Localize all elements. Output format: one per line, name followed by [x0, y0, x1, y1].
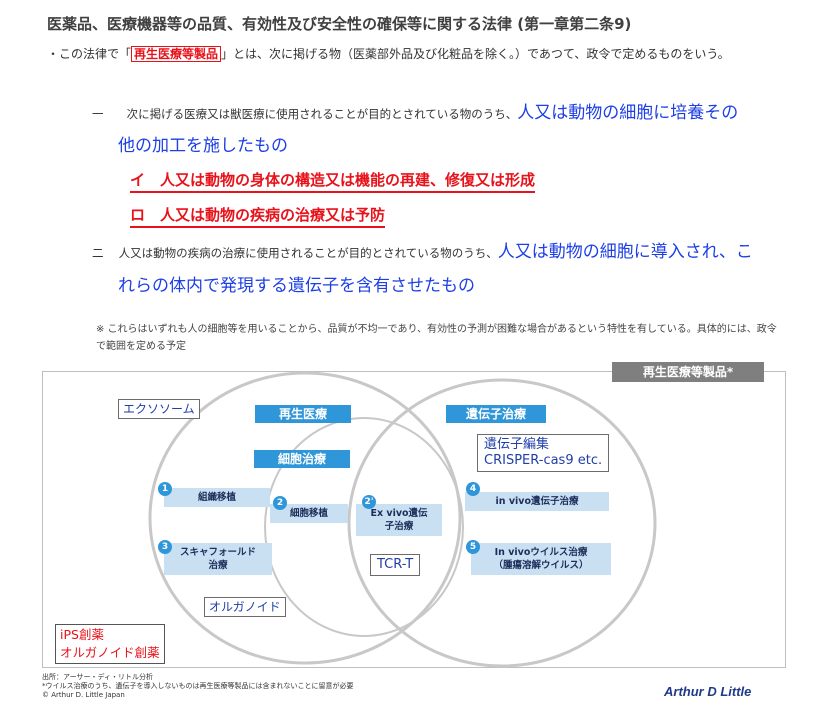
intro-highlight: 再生医療等製品: [131, 46, 222, 62]
cat-scaffold: スキャフォールド 治療: [164, 543, 272, 575]
ips-line1: iPS創薬: [60, 627, 104, 642]
cat-exvivo-line1: Ex vivo遺伝: [370, 508, 428, 519]
organoid-box: オルガノイド: [204, 597, 286, 617]
gene-header: 遺伝子治療: [446, 405, 546, 423]
cat-exvivo-line2: 子治療: [384, 521, 414, 532]
source-line1: 出所：アーサー・ディ・リトル分析: [42, 673, 153, 681]
number-badge-3: 3: [158, 540, 172, 554]
item1-line1: 一 次に掲げる医療又は獣医療に使用されることが目的とされている物のうち、人又は動…: [92, 98, 772, 123]
item1-big2: 他の加工を施したもの: [118, 136, 288, 156]
ips-box: iPS創薬 オルガノイド創薬: [55, 624, 165, 664]
cat-scaffold-line1: スキャフォールド: [179, 547, 256, 558]
regen-circle: [148, 371, 462, 665]
regen-header: 再生医療: [255, 405, 351, 423]
cat-invivo-gene: in vivo遺伝子治療: [465, 492, 609, 511]
item2-line1: 二 人又は動物の疾病の治療に使用されることが目的とされている物のうち、人又は動物…: [92, 237, 753, 262]
footnote: ※ これらはいずれも人の細胞等を用いることから、品質が不均一であり、有効性の予測…: [96, 324, 777, 352]
page-title: 医薬品、医療機器等の品質、有効性及び安全性の確保等に関する法律 (第一章第二条9…: [47, 15, 632, 33]
intro-post: 」とは、次に掲げる物（医薬部外品及び化粧品を除く。）であつて、政令で定めるものを…: [221, 47, 730, 61]
source-notes: 出所：アーサー・ディ・リトル分析 *ウイルス治療のうち、遺伝子を導入しないものは…: [42, 673, 354, 700]
cat-scaffold-line2: 治療: [208, 560, 228, 571]
item2-big2: れらの体内で発現する遺伝子を含有させたもの: [118, 276, 475, 296]
exosome-box: エクソソーム: [118, 399, 200, 419]
item2-label: 二: [92, 246, 104, 260]
item2-big1: 人又は動物の細胞に導入され、こ: [497, 242, 753, 262]
ips-line2: オルガノイド創薬: [60, 645, 160, 660]
number-badge-5: 5: [466, 540, 480, 554]
item1-label: 一: [92, 107, 104, 121]
gene-circle: [347, 378, 657, 668]
number-badge-1: 1: [158, 482, 172, 496]
diagram-frame: [42, 371, 786, 668]
cell-circle: [264, 417, 464, 637]
diagram-tag: 再生医療等製品*: [612, 362, 764, 382]
cat-virus-line1: In vivoウイルス治療: [494, 547, 588, 558]
cat-virus-line2: （腫瘍溶解ウイルス）: [493, 560, 589, 571]
tcr-box: TCR-T: [370, 554, 421, 576]
number-badge-2-prime: 2': [362, 495, 376, 509]
number-badge-4: 4: [466, 482, 480, 496]
item2-small: 人又は動物の疾病の治療に使用されることが目的とされている物のうち、: [118, 246, 498, 260]
item1-small: 次に掲げる医療又は獣医療に使用されることが目的とされている物のうち、: [126, 107, 518, 121]
intro-pre: ・この法律で「: [47, 47, 132, 61]
gene-edit-line2: CRISPER-cas9 etc.: [484, 453, 603, 468]
gene-edit-box: 遺伝子編集 CRISPER-cas9 etc.: [477, 434, 610, 472]
gene-edit-line1: 遺伝子編集: [484, 437, 550, 452]
intro-paragraph: ・この法律で「再生医療等製品」とは、次に掲げる物（医薬部外品及び化粧品を除く。）…: [47, 44, 787, 64]
cat-tissue-transplant: 組織移植: [164, 488, 270, 507]
sub-item-b: ロ 人又は動物の疾病の治療又は予防: [130, 204, 386, 228]
cell-header: 細胞治療: [254, 450, 350, 468]
source-line2: *ウイルス治療のうち、遺伝子を導入しないものは再生医療等製品には含まれないことに…: [42, 682, 354, 690]
source-line3: © Arthur D. Little Japan: [42, 691, 125, 699]
arthur-d-little-logo: Arthur D Little: [664, 684, 752, 699]
cat-exvivo-gene: Ex vivo遺伝 子治療: [356, 504, 442, 536]
number-badge-2: 2: [273, 496, 287, 510]
cat-invivo-virus: In vivoウイルス治療 （腫瘍溶解ウイルス）: [471, 543, 611, 575]
cat-cell-transplant: 細胞移植: [270, 504, 348, 523]
item1-big1: 人又は動物の細胞に培養その: [517, 103, 739, 123]
sub-item-a: イ 人又は動物の身体の構造又は機能の再建、修復又は形成: [130, 169, 536, 193]
